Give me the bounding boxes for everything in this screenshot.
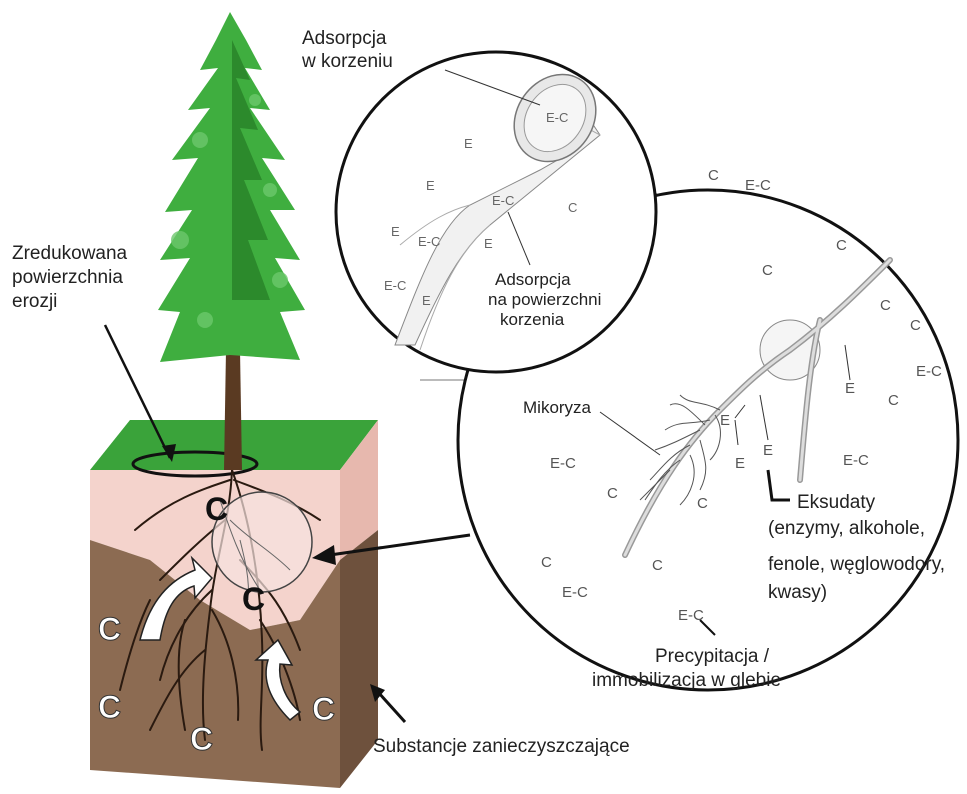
svg-text:E-C: E-C	[384, 278, 406, 293]
svg-text:C: C	[910, 317, 921, 334]
label-precipitation-1: Precypitacja /	[655, 646, 770, 667]
soil-c-1: C	[205, 491, 228, 527]
svg-text:C: C	[836, 237, 847, 254]
tree-foliage	[158, 12, 305, 362]
svg-text:E-C: E-C	[550, 455, 576, 472]
label-exudates-1: Eksudaty	[797, 492, 876, 513]
soil-c-6: C	[312, 691, 335, 727]
soil-c-4: C	[98, 689, 121, 725]
svg-text:C: C	[880, 297, 891, 314]
svg-text:E: E	[845, 380, 855, 397]
label-erosion-2: powierzchnia	[12, 267, 123, 288]
svg-text:C: C	[762, 262, 773, 279]
svg-text:E: E	[426, 178, 435, 193]
label-root-adsorption-2: w korzeniu	[301, 51, 393, 72]
label-contaminants: Substancje zanieczyszczające	[373, 736, 630, 757]
tree-trunk	[224, 350, 242, 470]
svg-text:E-C: E-C	[843, 452, 869, 469]
svg-text:E-C: E-C	[916, 363, 942, 380]
label-surface-adsorption-1: Adsorpcja	[495, 270, 571, 289]
label-surface-adsorption-2: na powierzchni	[488, 290, 601, 309]
label-surface-adsorption-3: korzenia	[500, 310, 565, 329]
svg-text:E: E	[484, 236, 493, 251]
svg-text:E-C: E-C	[745, 177, 771, 194]
svg-text:E: E	[422, 293, 431, 308]
svg-text:C: C	[607, 485, 618, 502]
soil-c-2: C	[242, 581, 265, 617]
label-precipitation-2: immobilizacja w glebie	[592, 670, 781, 691]
label-erosion-3: erozji	[12, 291, 57, 312]
label-exudates-2: (enzymy, alkohole,	[768, 518, 925, 539]
svg-text:C: C	[888, 392, 899, 409]
svg-text:E: E	[720, 412, 730, 429]
svg-text:C: C	[697, 495, 708, 512]
svg-text:C: C	[568, 200, 577, 215]
svg-text:E: E	[763, 442, 773, 459]
svg-text:E-C: E-C	[678, 607, 704, 624]
svg-text:C: C	[541, 554, 552, 571]
svg-text:E-C: E-C	[418, 234, 440, 249]
label-erosion-1: Zredukowana	[12, 243, 128, 264]
svg-text:E: E	[735, 455, 745, 472]
svg-text:C: C	[652, 557, 663, 574]
root-surface-zoom: E-C E E E-C C E E-C E E-C E	[336, 52, 656, 372]
svg-text:E: E	[464, 136, 473, 151]
soil-c-3: C	[98, 611, 121, 647]
tree	[158, 12, 305, 470]
svg-text:C: C	[708, 167, 719, 184]
svg-text:E-C: E-C	[562, 584, 588, 601]
svg-text:E: E	[391, 224, 400, 239]
svg-text:E-C: E-C	[492, 193, 514, 208]
svg-text:E-C: E-C	[546, 110, 568, 125]
label-mycorrhiza: Mikoryza	[523, 398, 592, 417]
label-exudates-4: kwasy)	[768, 582, 827, 603]
soil-c-5: C	[190, 721, 213, 757]
label-exudates-3: fenole, węglowodory,	[768, 554, 945, 575]
label-root-adsorption-1: Adsorpcja	[302, 28, 387, 49]
